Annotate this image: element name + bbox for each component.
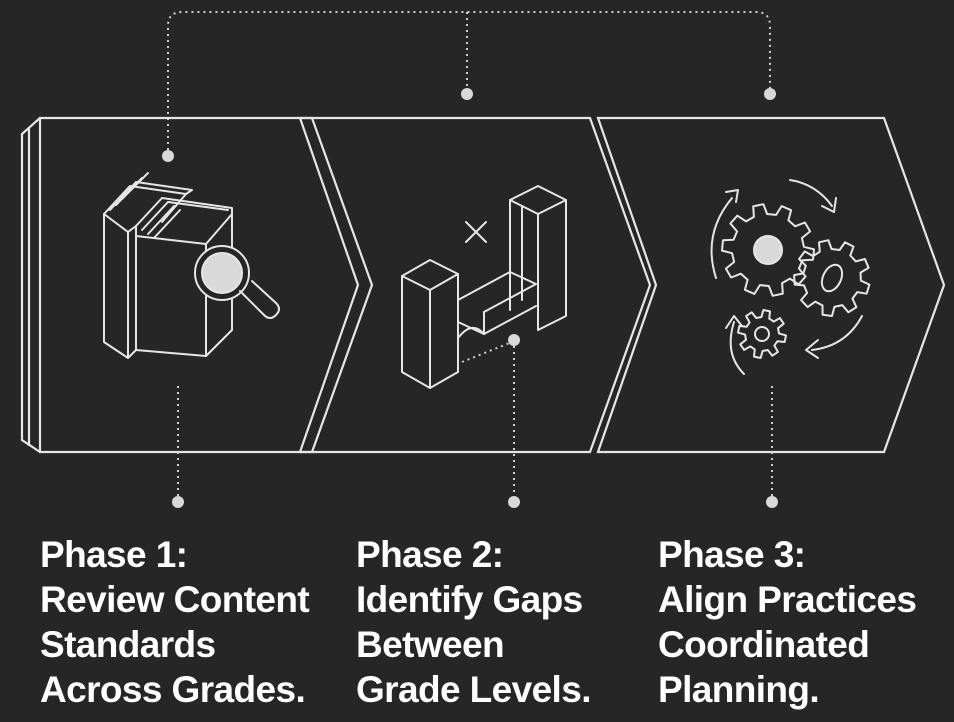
phase-3-line-4: Planning. (658, 669, 820, 710)
gap-blocks-icon (401, 185, 567, 389)
gear-small (737, 309, 787, 359)
phase-3-label: Phase 3: Align Practices Coordinated Pla… (658, 532, 917, 712)
connector-dot-phase-3-top (764, 88, 776, 100)
phase-1-title: Phase 1: (40, 534, 188, 575)
connector-dot-phase-2-top (461, 88, 473, 100)
phase-3-title: Phase 3: (658, 534, 806, 575)
connector-dot-phase-3-bottom (766, 496, 778, 508)
gears-cycle-icon (710, 179, 871, 375)
gap-dotted-line (461, 341, 513, 363)
phase-3-line-3: Coordinated (658, 624, 870, 665)
phase-2-line-4: Grade Levels. (356, 669, 591, 710)
gear-large (721, 203, 815, 297)
connector-dot-phase-2-bottom (508, 496, 520, 508)
chevron-phase-2 (298, 116, 652, 454)
gap-marker-dot (508, 334, 520, 346)
phase-1-line-3: Standards (40, 624, 216, 665)
connector-dot-phase-1-bottom (172, 496, 184, 508)
phase-1-line-2: Review Content (40, 579, 310, 620)
books-magnifier-icon (103, 172, 280, 359)
phase-2-line-3: Between (356, 624, 505, 665)
chevron-phase-1 (20, 116, 374, 454)
phase-2-label: Phase 2: Identify Gaps Between Grade Lev… (356, 532, 591, 712)
phase-1-label: Phase 1: Review Content Standards Across… (40, 532, 310, 712)
top-connector (167, 11, 771, 150)
phase-1-line-4: Across Grades. (40, 669, 306, 710)
connector-dot-phase-1-top (162, 150, 174, 162)
chevron-phase-3 (596, 116, 946, 454)
phase-2-title: Phase 2: (356, 534, 504, 575)
phase-2-line-2: Identify Gaps (356, 579, 583, 620)
gear-medium (793, 239, 871, 317)
phase-3-line-2: Align Practices (658, 579, 917, 620)
